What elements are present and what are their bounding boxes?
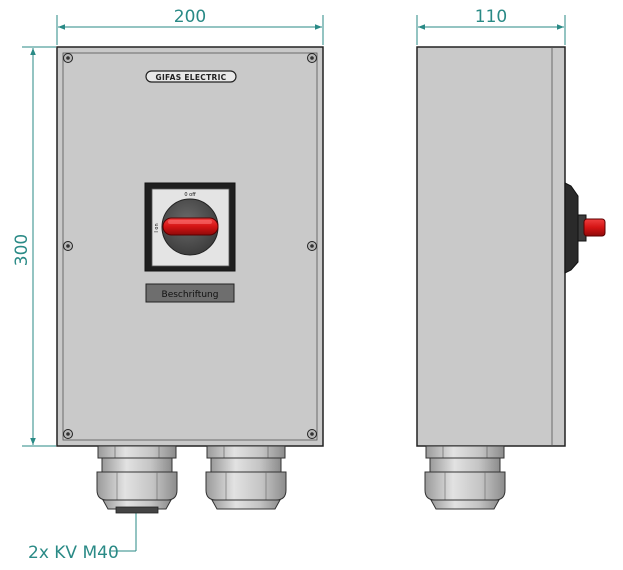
side-cable-gland [424, 445, 506, 510]
screw-icon [307, 429, 317, 439]
label-plate: Beschriftung [145, 283, 235, 303]
screw-icon [307, 53, 317, 63]
dimension-width-front: 200 [56, 7, 324, 45]
cable-gland-right [205, 445, 287, 510]
front-lid-inner [62, 52, 318, 441]
brand-text: GIFAS ELECTRIC [156, 73, 227, 82]
screw-icon [63, 429, 73, 439]
side-view [416, 46, 606, 447]
front-view: GIFAS ELECTRIC 0 off I on Beschriftung [56, 46, 324, 447]
cable-gland-left [96, 445, 178, 514]
screw-icon [63, 53, 73, 63]
side-switch-body [564, 182, 579, 274]
rotary-switch: 0 off I on [144, 182, 236, 272]
dimension-width-side: 110 [416, 7, 566, 45]
brand-badge: GIFAS ELECTRIC [145, 70, 237, 83]
label-plate-text: Beschriftung [162, 290, 219, 300]
screw-icon [63, 241, 73, 251]
side-housing [416, 46, 566, 447]
dimension-height: 300 [12, 46, 56, 447]
dimension-text-300: 300 [12, 234, 32, 266]
switch-label-on: I on [154, 223, 160, 232]
side-switch-handle-red [583, 218, 606, 237]
dimension-text-200: 200 [174, 7, 206, 27]
screw-icon [307, 241, 317, 251]
gland-note-text: 2x KV M40 [28, 543, 119, 563]
switch-label-off: 0 off [184, 192, 196, 198]
dimension-text-110: 110 [475, 7, 507, 27]
gland-note-leader: 2x KV M40 [28, 512, 137, 563]
